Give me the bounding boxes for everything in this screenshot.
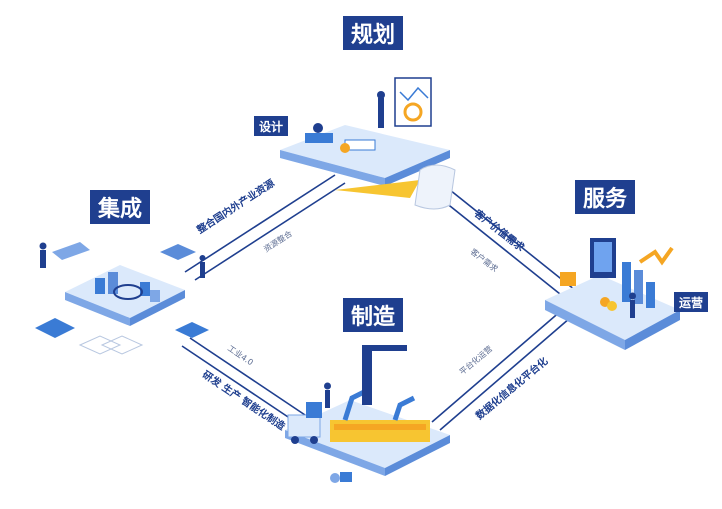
service-platform bbox=[545, 238, 680, 350]
integration-platform bbox=[35, 242, 209, 355]
node-label-service: 服务 bbox=[575, 180, 636, 214]
edge-manufacturing-service bbox=[431, 309, 571, 431]
node-label-integration: 集成 bbox=[90, 190, 151, 224]
edge-planning-integration bbox=[184, 174, 346, 281]
node-label-planning: 规划 bbox=[343, 16, 404, 50]
planning-platform bbox=[280, 77, 456, 210]
edge-planning-service bbox=[429, 181, 576, 299]
node-label-operation: 运营 bbox=[674, 292, 709, 312]
manufacturing-platform bbox=[285, 345, 450, 483]
node-label-design: 设计 bbox=[254, 116, 289, 136]
node-label-manufacturing: 制造 bbox=[343, 298, 404, 332]
